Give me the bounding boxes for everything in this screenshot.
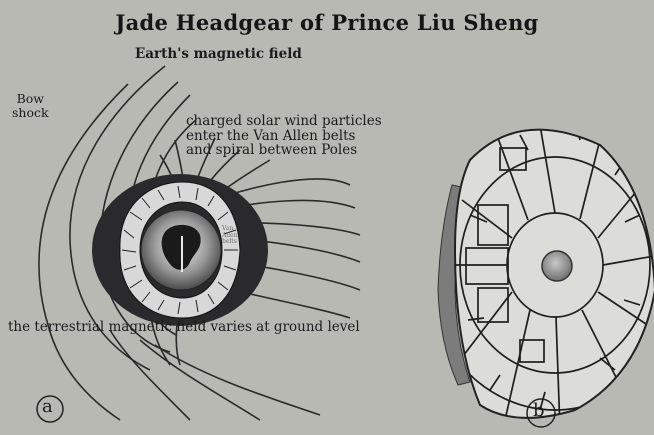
ground-level-label: the terrestrial magnetic field varies at… [8, 320, 360, 334]
panel-a-letter: a [42, 398, 53, 417]
figure-title: Jade Headgear of Prince Liu Sheng [0, 12, 654, 34]
panel-b-letter: b [533, 402, 545, 421]
bow-shock-label: Bow shock [12, 92, 49, 121]
jade-headgear-drawing [425, 120, 654, 430]
van-allen-belt-tag: Van Allen belts [222, 226, 238, 246]
solar-wind-label: charged solar wind particles enter the V… [186, 114, 382, 158]
headgear-center-disk [542, 251, 572, 281]
magnetic-field-heading: Earth's magnetic field [135, 47, 302, 61]
